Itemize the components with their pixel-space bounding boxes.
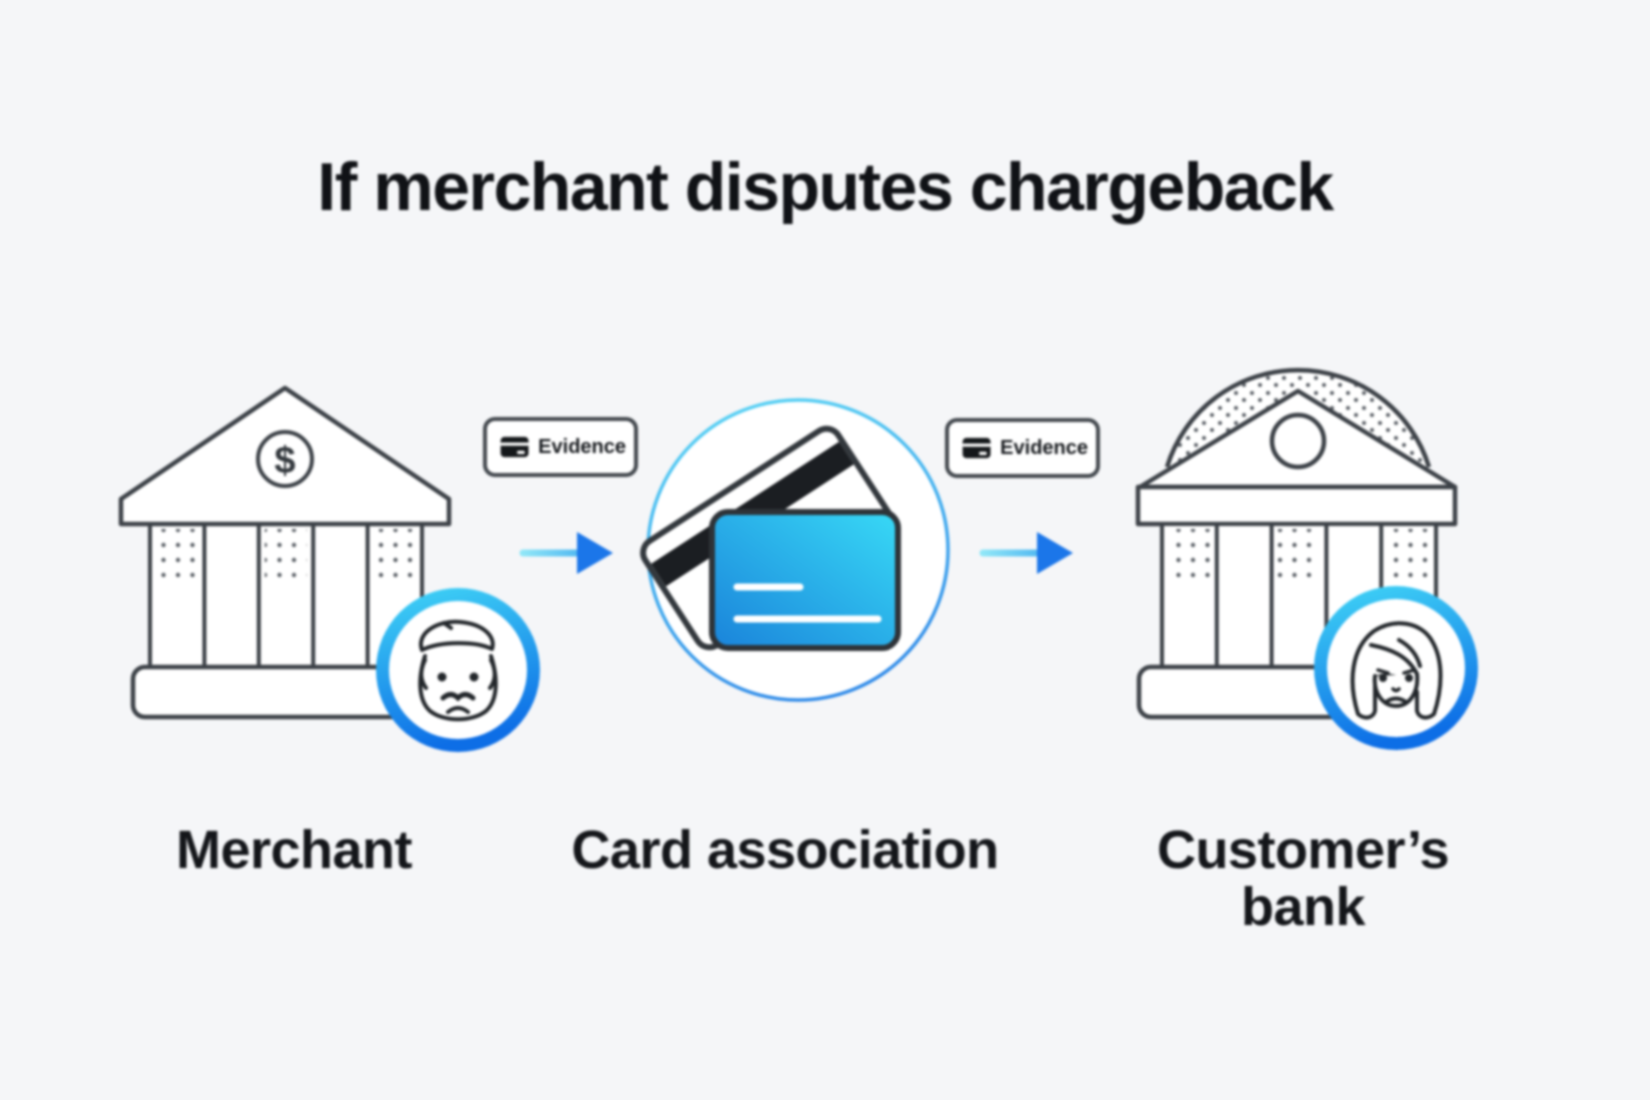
pediment-window-icon — [1269, 412, 1327, 470]
credit-card-icon — [962, 437, 991, 459]
merchant-label: Merchant — [175, 820, 413, 880]
diagram-title: If merchant disputes chargeback — [317, 149, 1334, 225]
evidence-badge-1: Evidence — [483, 417, 638, 477]
credit-cards-icon — [640, 398, 950, 702]
dollar-coin-icon — [256, 430, 314, 488]
dollar-sign: $ — [274, 440, 295, 482]
evidence-badge-2: Evidence — [945, 418, 1100, 478]
arrow-merchant-to-association — [519, 532, 613, 574]
credit-card-icon — [500, 436, 529, 458]
front-credit-card-icon — [709, 509, 901, 651]
arrow-association-to-bank — [979, 532, 1073, 574]
bank-building-dollar-icon: $ — [118, 385, 452, 720]
upset-customer-avatar — [1314, 586, 1478, 750]
evidence-badge-label: Evidence — [1000, 436, 1088, 459]
customers-bank-label: Customer’s bank — [1156, 820, 1450, 938]
evidence-badge-label: Evidence — [538, 435, 626, 458]
card-association-label: Card association — [571, 820, 999, 880]
upset-merchant-avatar — [376, 588, 540, 752]
